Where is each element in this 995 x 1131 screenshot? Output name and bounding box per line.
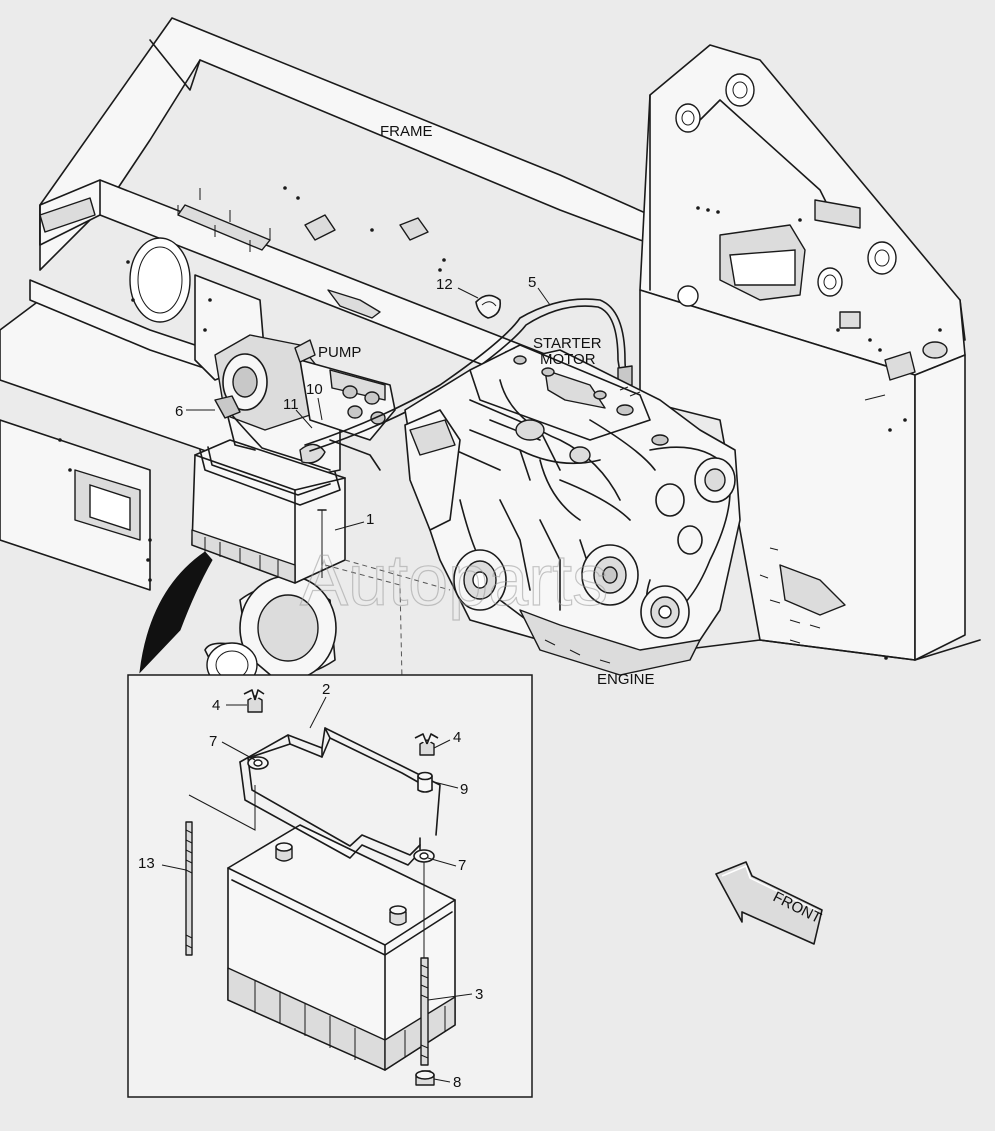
- engine-label: ENGINE: [597, 671, 655, 688]
- detail-pointer-arrow: [139, 551, 213, 674]
- starter-label-line1: STARTER: [533, 335, 602, 352]
- starter-label-line2: MOTOR: [540, 351, 596, 368]
- callout-6: 6: [175, 403, 183, 420]
- engine: [404, 344, 741, 676]
- pump-label: PUMP: [318, 344, 361, 361]
- callout-9: 9: [460, 781, 468, 798]
- callout-7-left: 7: [209, 733, 217, 750]
- callout-4-left: 4: [212, 697, 220, 714]
- battery-detail: [185, 689, 456, 1086]
- callout-8: 8: [453, 1074, 461, 1091]
- frame-label: FRAME: [380, 123, 433, 140]
- callout-7-right: 7: [458, 857, 466, 874]
- callout-5: 5: [528, 274, 536, 291]
- callout-3: 3: [475, 986, 483, 1003]
- battery-installed: [191, 395, 346, 584]
- frame-tower: [599, 44, 981, 661]
- callout-1: 1: [366, 511, 374, 528]
- callout-2: 2: [322, 681, 330, 698]
- callout-11: 11: [283, 396, 299, 413]
- leader-lines: [161, 287, 551, 1083]
- callout-13: 13: [138, 855, 155, 872]
- callout-10: 10: [306, 381, 323, 398]
- callout-12: 12: [436, 276, 453, 293]
- callout-4-right: 4: [453, 729, 461, 746]
- front-direction-arrow: FRONT: [715, 861, 824, 945]
- watermark: Autoparts: [300, 541, 608, 621]
